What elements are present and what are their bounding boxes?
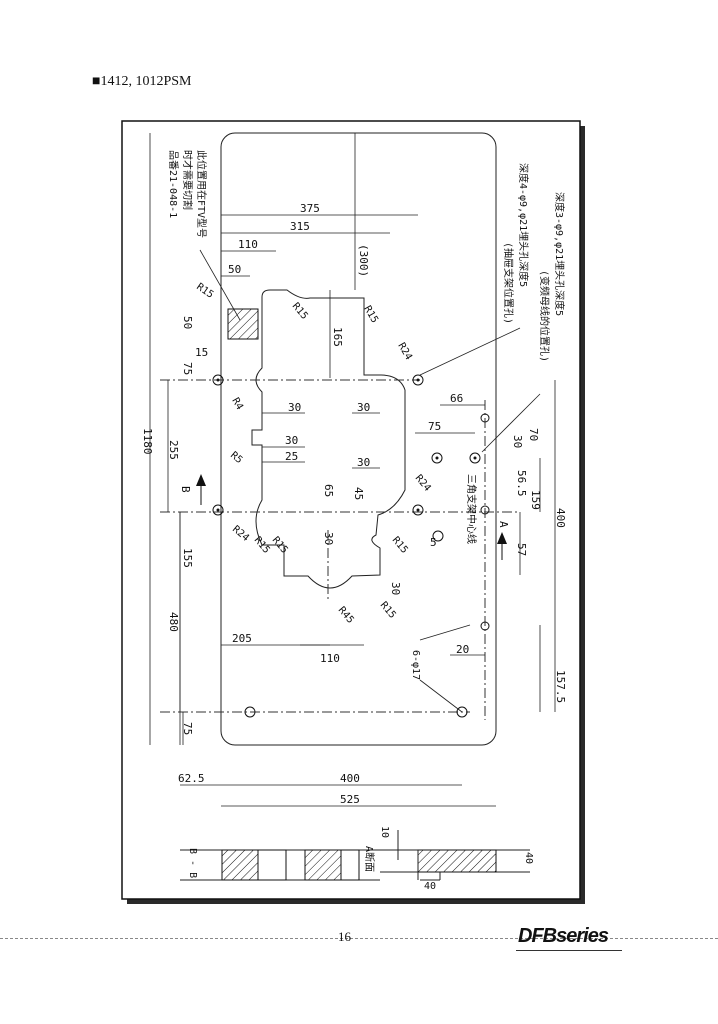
dim-70: 70 <box>527 428 540 441</box>
section-a-label: A <box>497 521 510 528</box>
dim-30: 30 <box>322 532 335 545</box>
hole-circle <box>431 452 443 464</box>
dim-75-left: 75 <box>181 362 194 375</box>
dim-40-vertical: 40 <box>523 852 534 864</box>
hole-circle <box>212 504 224 516</box>
dim-5: 5 <box>430 536 437 549</box>
triangle-note: 三角支架中心线 <box>465 474 478 544</box>
dim-525: 525 <box>340 793 360 806</box>
dim-30: 30 <box>288 401 301 414</box>
dim-300: (300) <box>357 244 370 277</box>
dim-30: 30 <box>357 456 370 469</box>
hole-circle <box>480 505 490 515</box>
dim-15: 15 <box>195 346 208 359</box>
note-right-line-1: 深度3-φ9,φ21埋头孔深度5 <box>553 192 566 316</box>
dim-10: 10 <box>379 826 390 838</box>
hole-circle <box>480 413 490 423</box>
dim-110: 110 <box>238 238 258 251</box>
dim-66: 66 <box>450 392 463 405</box>
dim-255: 255 <box>167 440 180 460</box>
note-right-line-3: 深度4-φ9,φ21埋头孔深度5 <box>517 163 530 287</box>
dim-75-right: 75 <box>428 420 441 433</box>
dim-56-5: 56.5 <box>515 470 528 497</box>
hole-circle <box>212 374 224 386</box>
dim-315: 315 <box>290 220 310 233</box>
section-b-label: B <box>179 486 192 493</box>
hole-circle <box>480 621 490 631</box>
section-a-arrow-icon <box>497 532 507 544</box>
hole-circle <box>412 504 424 516</box>
brand-logo: DFBseries <box>518 925 609 947</box>
hole-circle <box>432 530 444 542</box>
dim-20: 20 <box>456 643 469 656</box>
dim-62-5: 62.5 <box>178 772 205 785</box>
page-number: 16 <box>338 929 351 944</box>
dim-375: 375 <box>300 202 320 215</box>
dim-155: 155 <box>181 548 194 568</box>
center-cutout <box>251 289 406 589</box>
drawing-frame <box>121 120 581 900</box>
note-right-line-4: (抽屉支架位置孔) <box>502 242 515 324</box>
dim-110-bottom: 110 <box>320 652 340 665</box>
section-b-b <box>180 849 380 881</box>
section-b-b-label: B - B <box>187 848 198 878</box>
dim-400-v: 400 <box>554 508 567 528</box>
dim-1180: 1180 <box>141 428 154 455</box>
dim-50-left: 50 <box>181 316 194 329</box>
dim-75-bottom: 75 <box>181 722 194 735</box>
holes-note: 6-φ17 <box>410 650 421 680</box>
note-right-line-2: (变频母线的位置孔) <box>538 270 551 362</box>
radius-label: R4 <box>229 396 245 412</box>
dim-480: 480 <box>167 612 180 632</box>
note-left-line-1: 此位置用在FTV型号 <box>195 150 208 238</box>
dim-45: 45 <box>352 487 365 500</box>
note-left-line-3: 品番21-048-1 <box>167 150 179 218</box>
hole-circle <box>412 374 424 386</box>
dim-30: 30 <box>285 434 298 447</box>
dim-30-right: 30 <box>511 435 524 448</box>
footer-rule <box>0 938 718 940</box>
hole-circle <box>456 706 468 718</box>
plate-outline <box>220 132 497 746</box>
hatched-block <box>227 308 259 340</box>
dim-40: 40 <box>424 881 436 892</box>
section-a <box>380 830 530 881</box>
brand-underline <box>516 950 622 951</box>
dim-159: 159 <box>529 490 542 510</box>
dim-30: 30 <box>357 401 370 414</box>
dim-65: 65 <box>322 484 335 497</box>
dim-400-h: 400 <box>340 772 360 785</box>
page-title: ■1412, 1012PSM <box>92 74 192 89</box>
dim-57: 57 <box>515 543 528 556</box>
dim-50: 50 <box>228 263 241 276</box>
dim-205: 205 <box>232 632 252 645</box>
section-a-label-text: A断面 <box>363 846 376 872</box>
dim-30: 30 <box>389 582 402 595</box>
dim-157-5: 157.5 <box>554 670 567 703</box>
section-b-arrow-icon <box>196 474 206 486</box>
hole-circle <box>244 706 256 718</box>
hole-circle <box>469 452 481 464</box>
note-left-line-2: 时才需要切割 <box>181 150 194 210</box>
dim-25: 25 <box>285 450 298 463</box>
dim-165: 165 <box>331 327 344 347</box>
